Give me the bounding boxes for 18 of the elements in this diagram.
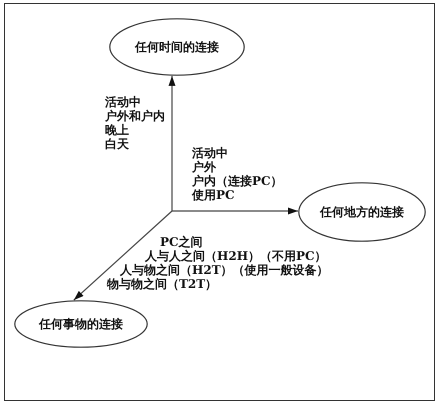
label: 白天 [105,138,129,151]
arrow [73,210,172,301]
label: 户外和户内 [105,110,165,123]
label: 户内（连接PC） [192,175,283,188]
label: PC之间 [160,236,203,249]
label: 户外 [192,161,216,174]
label: 晚上 [105,124,129,137]
arrow [168,76,176,211]
label: 活动中 [105,96,141,109]
label: 使用PC [192,189,235,202]
ellipse: 任何事物的连接 [14,300,148,348]
ellipse: 任何地方的连接 [298,182,426,242]
label: 物与物之间（T2T） [107,278,218,291]
label: 人与人之间（H2H）（不用PC） [145,250,327,263]
ellipse: 任何时间的连接 [109,18,245,76]
arrow [172,208,298,214]
label: 人与物之间（H2T）（使用一般设备） [120,264,329,277]
label: 活动中 [192,147,228,160]
